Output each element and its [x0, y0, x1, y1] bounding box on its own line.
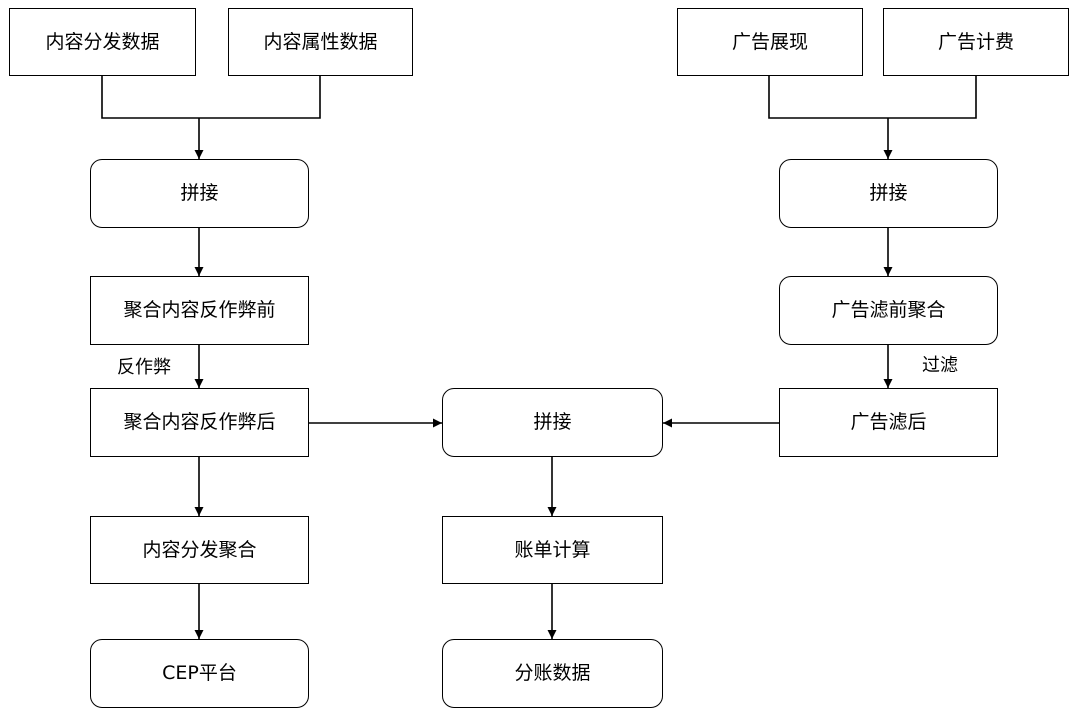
node-aggregate-after-anti-cheat: 聚合内容反作弊后 [90, 388, 309, 457]
node-join-right: 拼接 [779, 159, 998, 228]
node-content-distribution-aggregate: 内容分发聚合 [90, 516, 309, 584]
connector-ad-sources-to-join [768, 76, 977, 119]
node-ad-after-filter: 广告滤后 [779, 388, 998, 457]
node-ad-impression: 广告展现 [677, 8, 863, 76]
node-join-left: 拼接 [90, 159, 309, 228]
node-ad-aggregate-before-filter: 广告滤前聚合 [779, 276, 998, 345]
node-cep-platform: CEP平台 [90, 639, 309, 708]
edge-label-anti-cheat: 反作弊 [117, 357, 171, 378]
node-content-attribute-data: 内容属性数据 [228, 8, 413, 76]
connector-content-dist-to-join [101, 76, 321, 119]
node-settlement-data: 分账数据 [442, 639, 663, 708]
node-join-center: 拼接 [442, 388, 663, 457]
node-aggregate-before-anti-cheat: 聚合内容反作弊前 [90, 276, 309, 345]
node-ad-billing: 广告计费 [883, 8, 1069, 76]
edge-label-filter: 过滤 [922, 355, 958, 376]
node-billing-calculation: 账单计算 [442, 516, 663, 584]
node-content-distribution-data: 内容分发数据 [9, 8, 196, 76]
